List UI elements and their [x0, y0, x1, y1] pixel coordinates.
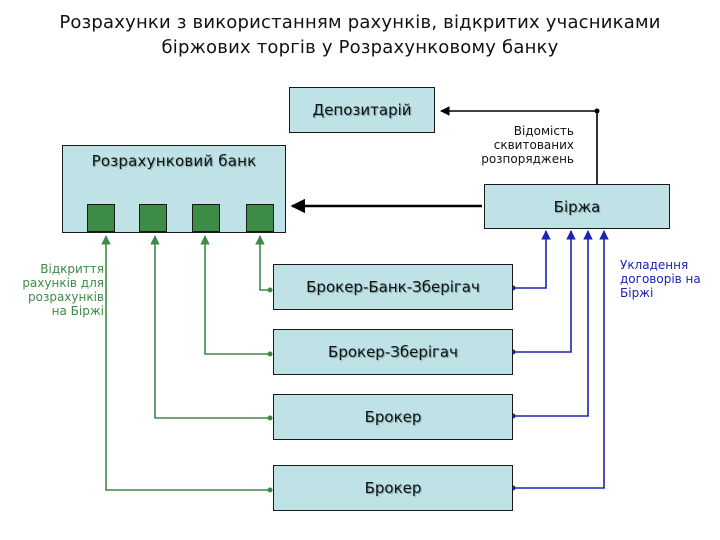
broker-label-2: Брокер — [364, 479, 422, 497]
contracts-line-1: Укладення — [620, 258, 689, 272]
broker-bank-custodian-label: Брокер-Банк-Зберігач — [306, 278, 480, 296]
contracts-line-2: договорів на — [620, 272, 701, 286]
account-opening-dots — [267, 287, 273, 493]
confirmed-orders-line-1: Відомість — [513, 124, 574, 138]
broker-node-2: Брокер — [273, 465, 513, 511]
account-opening-line-2: рахунків для — [22, 276, 104, 290]
exchange-node: Біржа — [484, 184, 670, 229]
confirmed-orders-line-2: сквитованих — [493, 138, 574, 152]
title-line-1: Розрахунки з використанням рахунків, від… — [59, 12, 661, 33]
account-opening-line-3: розрахунків — [27, 290, 104, 304]
contract-arrows — [513, 230, 609, 489]
broker-node-1: Брокер — [273, 394, 513, 440]
account-3 — [192, 204, 220, 232]
contracts-note: Укладення договорів на Біржі — [620, 258, 716, 300]
title-line-2: біржових торгів у Розрахунковому банку — [161, 37, 559, 58]
settlement-bank-node: Розрахунковий банк — [62, 145, 286, 233]
account-opening-note: Відкриття рахунків для розрахунків на Бі… — [8, 262, 104, 318]
contracts-line-3: Біржі — [620, 286, 654, 300]
confirmed-orders-note: Відомість сквитованих розпоряджень — [452, 124, 574, 166]
account-2 — [139, 204, 167, 232]
broker-custodian-node: Брокер-Зберігач — [273, 329, 513, 375]
exchange-to-depository-arrow — [440, 106, 600, 184]
account-4 — [246, 204, 274, 232]
exchange-label: Біржа — [553, 197, 601, 216]
diagram-title: Розрахунки з використанням рахунків, від… — [0, 10, 720, 60]
account-opening-line-4: на Біржі — [51, 304, 104, 318]
account-opening-line-1: Відкриття — [40, 262, 104, 276]
settlement-bank-label: Розрахунковий банк — [91, 152, 257, 170]
broker-label-1: Брокер — [364, 408, 422, 426]
contract-dots — [510, 285, 516, 491]
broker-custodian-label: Брокер-Зберігач — [328, 343, 458, 361]
depository-label: Депозитарій — [312, 101, 412, 119]
broker-bank-custodian-node: Брокер-Банк-Зберігач — [273, 264, 513, 310]
confirmed-orders-line-3: розпоряджень — [481, 152, 574, 166]
account-1 — [87, 204, 115, 232]
depository-node: Депозитарій — [289, 87, 435, 133]
account-opening-arrows — [101, 235, 270, 491]
